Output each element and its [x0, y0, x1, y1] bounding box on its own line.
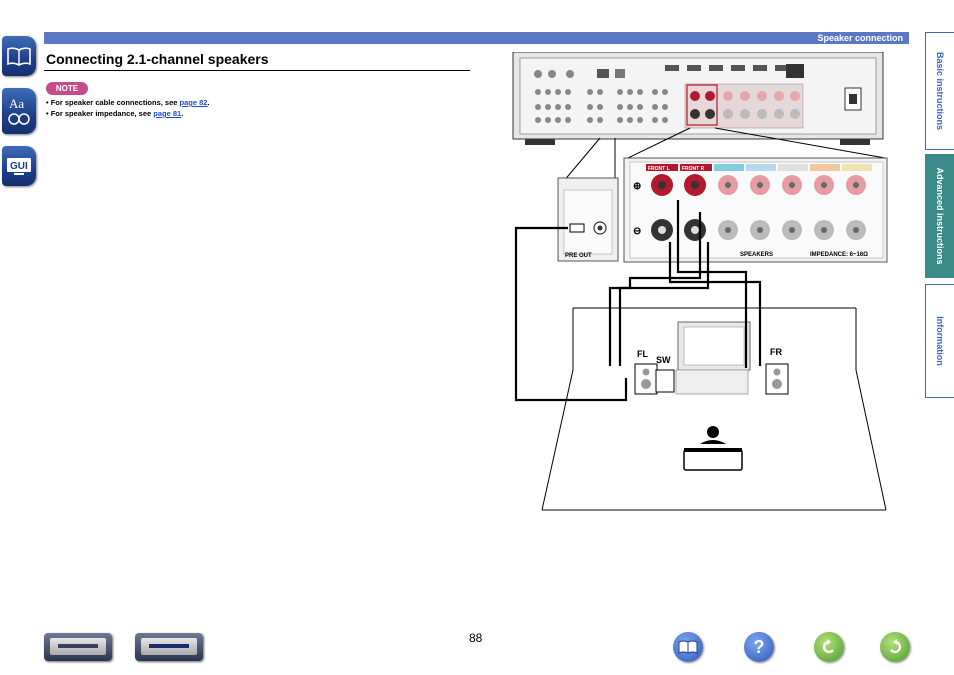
- tab-advanced-instructions[interactable]: Advanced instructions: [925, 154, 954, 278]
- back-icon: [822, 639, 834, 654]
- help-icon: ?: [753, 636, 765, 657]
- svg-text:SPEAKERS: SPEAKERS: [740, 252, 773, 258]
- subwoofer: SW: [655, 355, 675, 393]
- fr-label: FR: [770, 347, 782, 357]
- glossary-index-icon: Aa: [8, 96, 30, 125]
- connection-diagram: PRE OUT FRONT L FRONT R ⊕ ⊖: [512, 52, 888, 511]
- page-82-link[interactable]: page 82: [179, 98, 208, 107]
- svg-text:PRE OUT: PRE OUT: [565, 253, 592, 259]
- pre-out-panel: PRE OUT: [557, 177, 619, 262]
- title-divider: [44, 70, 470, 71]
- speakers-panel: FRONT L FRONT R ⊕ ⊖ SPEAKERS IMPEDANCE:: [623, 157, 888, 263]
- page-number: 88: [469, 631, 483, 645]
- index-tab[interactable]: Aa: [2, 88, 36, 134]
- tab-information[interactable]: Information: [925, 284, 954, 398]
- svg-text:IMPEDANCE: 6~16Ω: IMPEDANCE: 6~16Ω: [810, 252, 868, 258]
- svg-text:FRONT R: FRONT R: [682, 166, 705, 172]
- tv: [675, 321, 751, 395]
- sw-label: SW: [656, 355, 671, 365]
- note-item: • For speaker cable connections, see pag…: [46, 98, 210, 107]
- fl-label: FL: [637, 349, 648, 359]
- section-label: Speaker connection: [817, 33, 903, 43]
- book-icon: [678, 640, 698, 654]
- contents-tab[interactable]: [2, 36, 36, 76]
- page-title: Connecting 2.1-channel speakers: [46, 51, 269, 67]
- svg-text:Aa: Aa: [9, 96, 24, 111]
- svg-text:⊕: ⊕: [633, 181, 641, 192]
- note-item: • For speaker impedance, see page 81.: [46, 109, 184, 118]
- tab-basic-instructions[interactable]: Basic instructions: [925, 32, 954, 150]
- gui-tab[interactable]: GUI: [2, 146, 36, 186]
- book-button[interactable]: [673, 632, 703, 662]
- svg-text:GUI: GUI: [10, 161, 28, 172]
- svg-text:⊖: ⊖: [633, 226, 641, 237]
- display-icon: [141, 638, 197, 655]
- front-right-speaker: FR: [765, 347, 789, 395]
- room-layout: [541, 307, 887, 511]
- forward-button[interactable]: [880, 632, 910, 662]
- front-panel-button[interactable]: [44, 633, 112, 661]
- help-button[interactable]: ?: [744, 632, 774, 662]
- book-contents-icon: [7, 47, 31, 66]
- svg-text:FRONT L: FRONT L: [648, 166, 670, 172]
- back-button[interactable]: [814, 632, 844, 662]
- page-81-link[interactable]: page 81: [153, 109, 182, 118]
- receiver-rear-panel: [512, 52, 884, 145]
- gui-menu-icon: GUI: [7, 158, 31, 175]
- front-panel-icon: [50, 638, 106, 655]
- note-badge: NOTE: [46, 82, 88, 95]
- listener-sofa: [683, 426, 743, 471]
- forward-icon: [890, 639, 902, 654]
- header-bar: Speaker connection: [44, 32, 909, 44]
- front-left-speaker: FL: [634, 349, 658, 395]
- display-button[interactable]: [135, 633, 203, 661]
